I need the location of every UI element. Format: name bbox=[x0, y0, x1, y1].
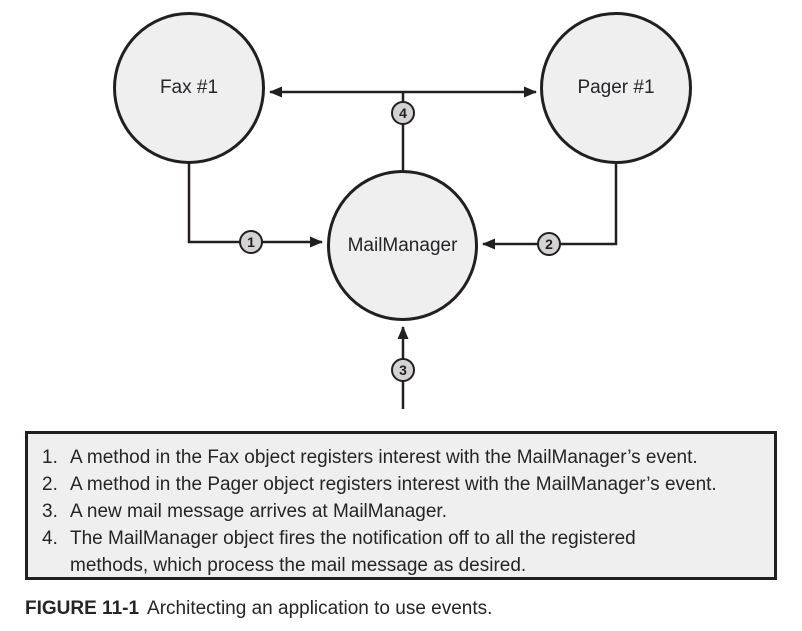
node-pager: Pager #1 bbox=[540, 12, 692, 164]
step-badge-2-number: 2 bbox=[545, 236, 553, 252]
step-item-2: 2. A method in the Pager object register… bbox=[42, 471, 768, 498]
node-fax: Fax #1 bbox=[113, 12, 265, 164]
step-item-2-number: 2. bbox=[42, 474, 58, 495]
steps-legend-box: 1. A method in the Fax object registers … bbox=[25, 431, 777, 580]
step-item-1-text: A method in the Fax object registers int… bbox=[70, 447, 698, 468]
step-item-3-text: A new mail message arrives at MailManage… bbox=[70, 501, 447, 522]
step-badge-4-number: 4 bbox=[399, 105, 407, 121]
step-badge-1: 1 bbox=[239, 230, 263, 254]
figure-caption: FIGURE 11-1 Architecting an application t… bbox=[25, 598, 492, 620]
arrow-pager-to-mailmanager bbox=[482, 162, 618, 250]
step-item-4-text: The MailManager object fires the notific… bbox=[70, 528, 636, 576]
step-item-2-text: A method in the Pager object registers i… bbox=[70, 474, 717, 495]
step-badge-2: 2 bbox=[537, 232, 561, 256]
step-item-3: 3. A new mail message arrives at MailMan… bbox=[42, 498, 768, 525]
node-pager-label: Pager #1 bbox=[577, 77, 655, 98]
step-item-1-number: 1. bbox=[42, 447, 58, 468]
figure-caption-text: Architecting an application to use event… bbox=[147, 598, 493, 619]
step-badge-3-number: 3 bbox=[399, 362, 407, 378]
node-mailmanager-label: MailManager bbox=[347, 234, 458, 256]
step-badge-1-number: 1 bbox=[247, 234, 255, 250]
step-badge-3: 3 bbox=[391, 358, 415, 382]
arrow-fax-to-mailmanager bbox=[187, 162, 323, 248]
node-mailmanager: MailManager bbox=[327, 170, 478, 321]
node-fax-label: Fax #1 bbox=[159, 77, 219, 98]
step-item-1: 1. A method in the Fax object registers … bbox=[42, 444, 768, 471]
step-item-3-number: 3. bbox=[42, 501, 58, 522]
step-badge-4: 4 bbox=[391, 101, 415, 125]
figure-caption-label: FIGURE 11-1 bbox=[25, 598, 140, 619]
step-item-4-number: 4. bbox=[42, 528, 58, 549]
step-item-4: 4. The MailManager object fires the noti… bbox=[42, 525, 768, 579]
